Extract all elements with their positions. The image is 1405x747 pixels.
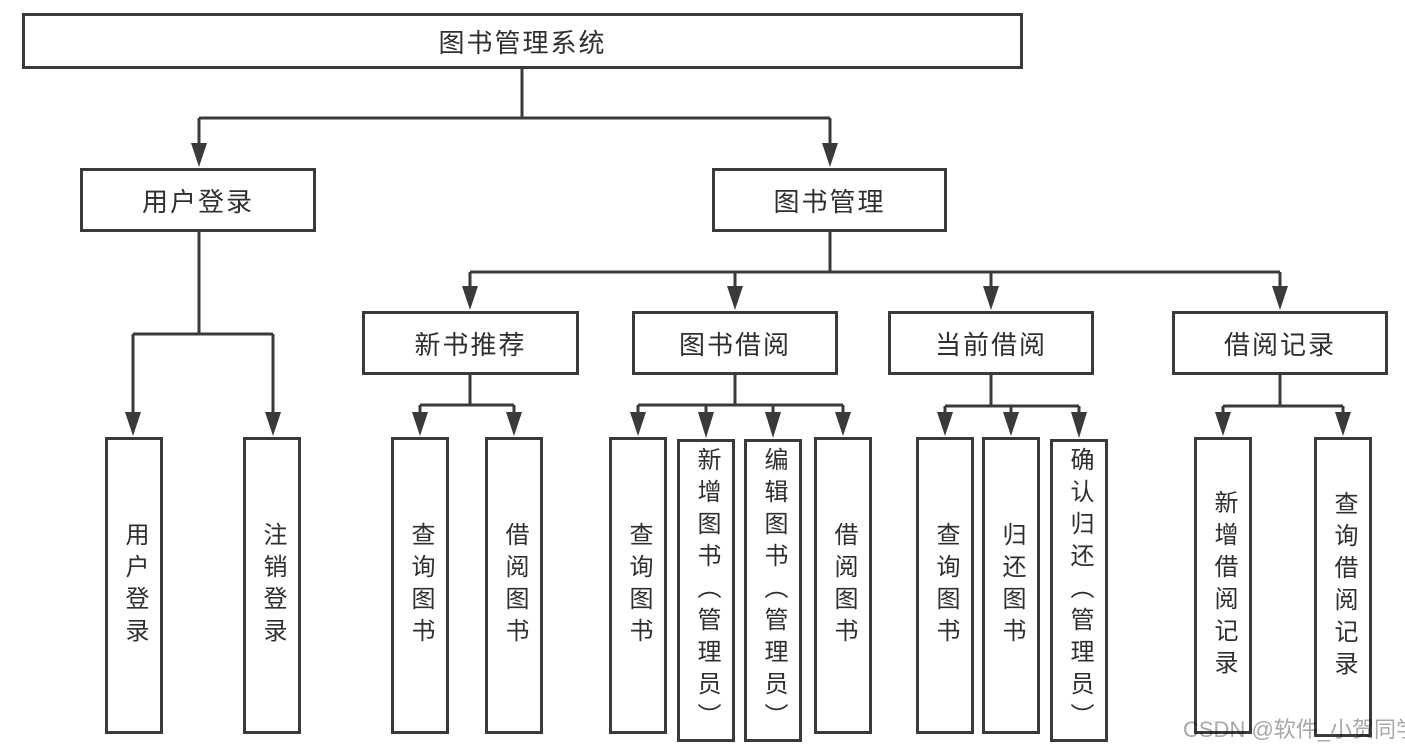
leaf-edit-book-admin-label: 编辑图书（管理员） — [760, 446, 787, 735]
node-new-book-recommend: 新书推荐 — [362, 311, 579, 375]
leaf-user-login-label: 用户登录 — [121, 521, 148, 650]
leaf-logout: 注销登录 — [243, 437, 301, 734]
arrow-icon — [1003, 412, 1019, 436]
node-book-borrow-label: 图书借阅 — [678, 329, 791, 360]
arrow-icon — [1335, 412, 1351, 436]
leaf-add-book-admin-label: 新增图书（管理员） — [693, 446, 720, 735]
leaf-query-borrow-record: 查询借阅记录 — [1314, 437, 1372, 737]
leaf-borrow-book-label: 借阅图书 — [830, 521, 857, 650]
arrow-icon — [412, 412, 428, 436]
arrow-icon — [125, 412, 141, 436]
leaf-current-query-book: 查询图书 — [916, 437, 974, 734]
arrow-icon — [265, 412, 281, 436]
leaf-borrow-query-book: 查询图书 — [609, 437, 667, 734]
leaf-borrow-book: 借阅图书 — [814, 437, 872, 734]
node-user-login: 用户登录 — [80, 168, 316, 232]
node-book-management: 图书管理 — [712, 168, 947, 232]
leaf-recommend-borrow-book-label: 借阅图书 — [501, 521, 528, 650]
node-root-label: 图书管理系统 — [438, 27, 607, 58]
leaf-confirm-return-admin-label: 确认归还（管理员） — [1066, 446, 1093, 735]
node-current-borrow: 当前借阅 — [888, 311, 1094, 375]
arrow-icon — [727, 286, 743, 310]
arrow-icon — [698, 412, 714, 438]
arrow-icon — [1272, 286, 1288, 310]
arrow-icon — [1215, 412, 1231, 436]
arrow-icon — [822, 143, 838, 167]
node-user-login-label: 用户登录 — [141, 186, 254, 217]
leaf-confirm-return-admin: 确认归还（管理员） — [1050, 439, 1108, 742]
leaf-add-borrow-record: 新增借阅记录 — [1194, 437, 1252, 734]
leaf-edit-book-admin: 编辑图书（管理员） — [744, 439, 802, 742]
leaf-recommend-query-book: 查询图书 — [391, 437, 449, 734]
leaf-add-book-admin: 新增图书（管理员） — [677, 439, 735, 742]
node-current-borrow-label: 当前借阅 — [934, 329, 1047, 360]
arrow-icon — [937, 412, 953, 436]
leaf-add-borrow-record-label: 新增借阅记录 — [1210, 489, 1237, 682]
node-borrow-records: 借阅记录 — [1172, 311, 1388, 375]
arrow-icon — [630, 412, 646, 436]
node-root: 图书管理系统 — [22, 13, 1023, 69]
arrow-icon — [191, 143, 207, 167]
leaf-recommend-query-book-label: 查询图书 — [407, 521, 434, 650]
arrow-icon — [835, 412, 851, 436]
leaf-return-book-label: 归还图书 — [998, 521, 1025, 650]
node-book-management-label: 图书管理 — [773, 186, 886, 217]
arrow-icon — [506, 412, 522, 436]
csdn-watermark: CSDN @软件_小贺同学 — [1183, 717, 1405, 742]
node-borrow-records-label: 借阅记录 — [1223, 329, 1336, 360]
leaf-query-borrow-record-label: 查询借阅记录 — [1330, 491, 1357, 683]
leaf-borrow-query-book-label: 查询图书 — [625, 521, 652, 650]
leaf-current-query-book-label: 查询图书 — [932, 521, 959, 650]
arrow-icon — [462, 286, 478, 310]
arrow-icon — [1071, 412, 1087, 438]
arrow-icon — [983, 286, 999, 310]
node-new-book-recommend-label: 新书推荐 — [414, 329, 527, 360]
leaf-return-book: 归还图书 — [982, 437, 1040, 734]
arrow-icon — [765, 412, 781, 438]
leaf-user-login: 用户登录 — [105, 437, 163, 734]
leaf-recommend-borrow-book: 借阅图书 — [485, 437, 543, 734]
node-book-borrow: 图书借阅 — [632, 311, 838, 375]
leaf-logout-label: 注销登录 — [259, 521, 286, 650]
